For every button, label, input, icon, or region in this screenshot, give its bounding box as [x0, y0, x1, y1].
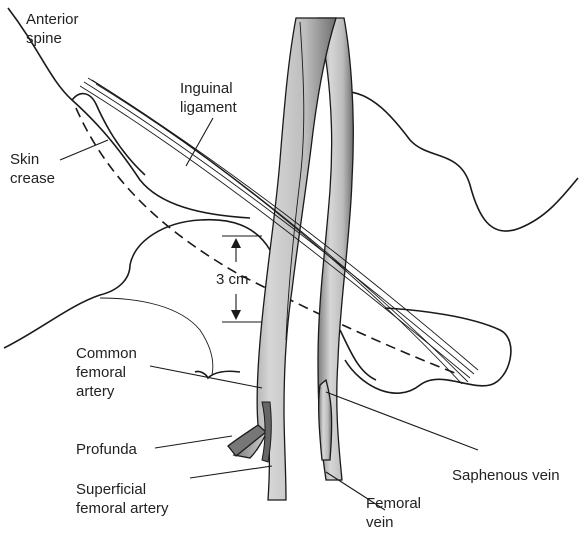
leader-common-femoral-artery [150, 366, 262, 388]
lower-bone-outline [195, 371, 240, 378]
anterior-spine-outline [72, 94, 145, 175]
profunda-label: Profunda [76, 440, 137, 459]
leader-profunda [155, 436, 232, 448]
inguinal-ligament-label: Inguinal ligament [180, 79, 237, 117]
hip-contour-mid [340, 330, 376, 380]
hip-contour-lower [345, 308, 511, 393]
skin-crease-label: Skin crease [10, 150, 55, 188]
leader-saphenous-vein [326, 392, 478, 450]
pubis-outline [4, 265, 130, 348]
distance-label: 3 cm [216, 270, 249, 289]
superficial-femoral-artery-label: Superficial femoral artery [76, 480, 169, 518]
thigh-outline-right [340, 92, 578, 231]
anterior-spine-label: Anterior spine [26, 10, 79, 48]
femoral-vein-label: Femoral vein [366, 494, 421, 532]
leader-superficial-femoral-artery [190, 466, 272, 478]
pelvis-outline [130, 220, 284, 292]
saphenous-vein-label: Saphenous vein [452, 466, 560, 485]
common-femoral-artery-label: Common femoral artery [76, 344, 137, 401]
leader-skin-crease [60, 140, 108, 160]
